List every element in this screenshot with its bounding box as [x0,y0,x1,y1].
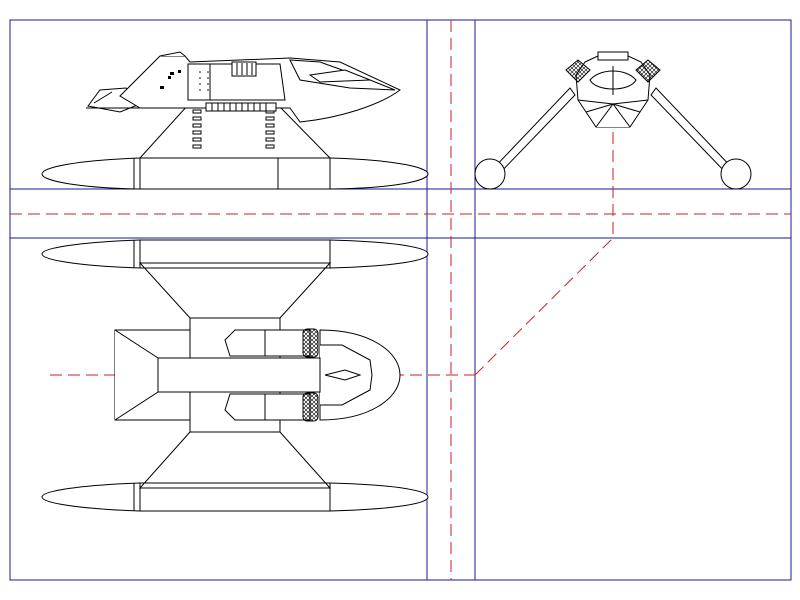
side-intake [231,61,257,77]
top-engine-lower-nozzle [302,392,319,422]
projection-diagonal [474,237,614,376]
front-pontoon-right [720,158,752,190]
front-top-cap [597,51,629,61]
viewport-frame [9,19,792,581]
front-engine-left [565,59,591,83]
side-rivets [160,70,209,91]
front-engine-right [635,59,661,83]
side-top-cap [159,51,186,57]
front-strut-right [650,87,737,177]
side-grille [205,102,277,112]
top-engine-upper [224,329,311,357]
outer-border [9,19,792,581]
side-view [41,51,429,190]
top-spine [157,357,321,393]
top-engine-upper-nozzle [302,328,319,358]
top-pylon-lower [138,431,332,489]
front-view [474,51,752,190]
top-view [41,239,429,512]
side-pontoon [41,157,429,190]
top-engine-lower [224,393,311,421]
top-pylon-upper [138,262,332,319]
front-strut-left [489,87,576,177]
front-pontoon-left [474,158,506,190]
